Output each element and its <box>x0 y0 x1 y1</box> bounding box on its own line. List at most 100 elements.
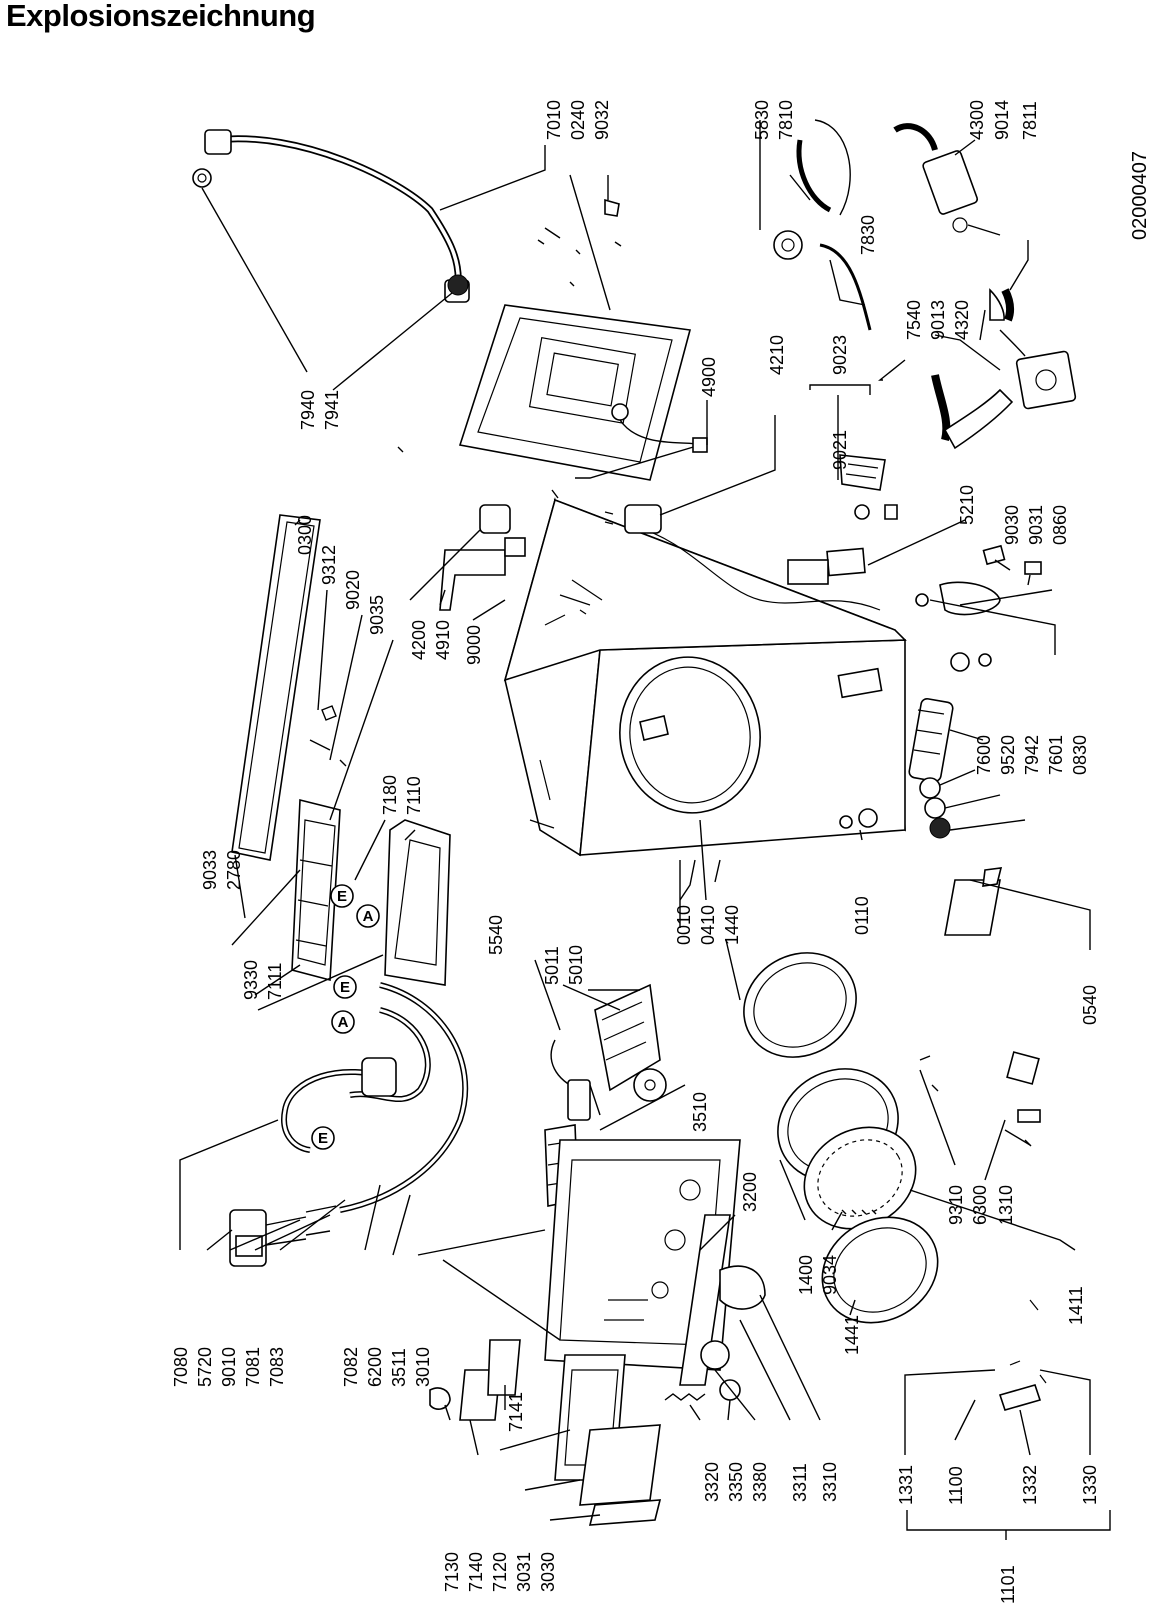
label-9000: 9000 <box>464 625 484 665</box>
label-9034: 9034 <box>820 1255 840 1295</box>
label-7110: 7110 <box>404 776 424 815</box>
hinge-6300 <box>1006 1051 1040 1085</box>
panel-strip-3200 <box>679 1214 731 1386</box>
label-3380: 3380 <box>750 1462 770 1502</box>
label-7120: 7120 <box>490 1552 510 1592</box>
part-labels: 7010 0240 9032 7940 7941 4900 0300 9312 … <box>171 100 1100 1604</box>
pump-4320 <box>1015 350 1077 410</box>
label-1400: 1400 <box>796 1255 816 1295</box>
label-1332: 1332 <box>1020 1465 1040 1505</box>
svg-text:E: E <box>337 888 347 905</box>
label-4910: 4910 <box>433 620 453 660</box>
control-module <box>594 983 661 1092</box>
label-3010: 3010 <box>413 1347 433 1387</box>
label-0300: 0300 <box>295 515 315 555</box>
label-7082: 7082 <box>341 1347 361 1387</box>
label-1441: 1441 <box>842 1315 862 1355</box>
label-5011: 5011 <box>542 946 562 985</box>
label-2780: 2780 <box>224 850 244 890</box>
label-7140: 7140 <box>466 1552 486 1592</box>
label-9010: 9010 <box>219 1347 239 1387</box>
hose-7811 <box>1001 288 1015 322</box>
label-7940: 7940 <box>298 390 318 430</box>
label-7540: 7540 <box>904 300 924 340</box>
label-7942: 7942 <box>1022 735 1042 775</box>
marker-E-low: E <box>311 1126 335 1150</box>
screws-top <box>397 227 622 499</box>
drain-hose-7540 <box>931 374 951 441</box>
capacitor-4210 <box>624 504 662 534</box>
hose-4300 <box>893 123 938 151</box>
motor-7600 <box>908 697 954 783</box>
label-0410: 0410 <box>698 905 718 945</box>
hose-7810 <box>796 139 832 213</box>
label-1331: 1331 <box>896 1465 916 1505</box>
svg-text:E: E <box>340 979 350 996</box>
ring-0860 <box>939 581 1001 616</box>
label-9013: 9013 <box>928 300 948 340</box>
filter-9023 <box>839 454 886 491</box>
hose-7830 <box>819 243 872 331</box>
label-1310: 1310 <box>996 1185 1016 1225</box>
label-1411: 1411 <box>1066 1286 1086 1325</box>
door-ring-1441 <box>821 1216 939 1324</box>
leader-lines <box>179 120 1111 1540</box>
label-0240: 0240 <box>568 100 588 140</box>
label-9330: 9330 <box>241 960 261 1000</box>
label-0860: 0860 <box>1050 505 1070 545</box>
label-0010: 0010 <box>674 905 694 945</box>
filter-cover <box>944 879 1001 936</box>
label-3510: 3510 <box>690 1092 710 1132</box>
label-3031: 3031 <box>514 1552 534 1592</box>
drawer-trim-3030 <box>588 1499 662 1526</box>
label-7111: 7111 <box>265 963 285 1000</box>
page-title: Explosionszeichnung <box>6 0 316 33</box>
label-1330: 1330 <box>1080 1465 1100 1505</box>
label-7810: 7810 <box>776 100 796 140</box>
label-1100: 1100 <box>946 1466 966 1505</box>
label-0830: 0830 <box>1070 735 1090 775</box>
label-6300: 6300 <box>970 1185 990 1225</box>
label-7830: 7830 <box>858 215 878 255</box>
torn-edge <box>629 524 881 611</box>
label-7811: 7811 <box>1020 101 1040 140</box>
label-5210: 5210 <box>957 485 977 525</box>
label-5540: 5540 <box>486 915 506 955</box>
label-6200: 6200 <box>365 1347 385 1387</box>
label-5720: 5720 <box>195 1347 215 1387</box>
label-7080: 7080 <box>171 1347 191 1387</box>
top-plate <box>458 304 692 481</box>
part-drawings: E A A E E <box>192 119 1077 1526</box>
cabinet-top-edge <box>503 498 907 682</box>
washer-7940 <box>192 168 212 188</box>
label-4210: 4210 <box>767 335 787 375</box>
label-9312: 9312 <box>319 545 339 585</box>
label-4900: 4900 <box>699 357 719 397</box>
label-3320: 3320 <box>702 1462 722 1502</box>
label-1101: 1101 <box>998 1565 1018 1604</box>
screws-9034 <box>841 1209 877 1215</box>
label-7180: 7180 <box>380 775 400 815</box>
spring-3320 <box>664 1393 706 1401</box>
pump-bellows <box>943 388 1014 450</box>
svg-text:E: E <box>318 1130 328 1147</box>
label-4200: 4200 <box>409 620 429 660</box>
label-3350: 3350 <box>726 1462 746 1502</box>
label-9032: 9032 <box>592 100 612 140</box>
door-seal-1440 <box>743 952 857 1058</box>
label-7010: 7010 <box>544 100 564 140</box>
capacitor-4200 <box>479 504 511 534</box>
drawing-number: 02000407 <box>1129 151 1151 240</box>
label-5830: 5830 <box>752 100 772 140</box>
label-7941: 7941 <box>322 390 342 430</box>
door-lock-0410 <box>639 715 669 741</box>
label-9021: 9021 <box>830 430 850 470</box>
label-9020: 9020 <box>343 570 363 610</box>
drawer-front-3031 <box>579 1424 661 1506</box>
label-7130: 7130 <box>442 1552 462 1592</box>
label-7600: 7600 <box>974 735 994 775</box>
label-4320: 4320 <box>952 300 972 340</box>
label-3200: 3200 <box>740 1172 760 1212</box>
filter-7941 <box>447 274 469 296</box>
